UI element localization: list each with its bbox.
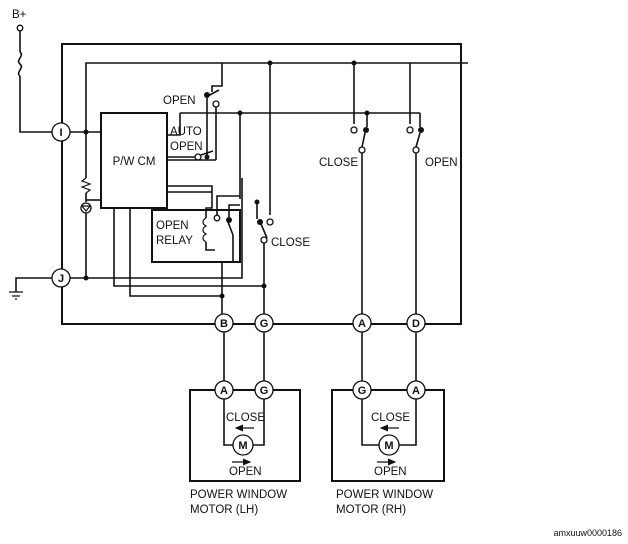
figure-id: amxuuw0000186 — [553, 528, 622, 538]
open-relay-box — [151, 209, 241, 263]
motor-rh-name-2: MOTOR (RH) — [336, 504, 406, 516]
close-switch-lh-contact — [260, 223, 268, 239]
resistor-icon — [80, 177, 92, 194]
motor-rh-name-1: POWER WINDOW — [336, 489, 433, 501]
motor-lh-open-label: OPEN — [229, 466, 262, 478]
close-switch-rh-label: CLOSE — [319, 157, 358, 169]
wire-i-top-loop — [85, 62, 222, 132]
svg-text:B: B — [220, 318, 228, 330]
motor-lh-name-1: POWER WINDOW — [190, 489, 287, 501]
supply-terminal — [16, 24, 24, 32]
supply-to-terminal-i — [19, 76, 54, 133]
close-switch-lh-label: CLOSE — [271, 237, 310, 249]
open-relay-label-2: RELAY — [156, 235, 193, 247]
motor-lh-icon — [232, 434, 254, 456]
motor-rh-icon — [378, 434, 400, 456]
motor-rh-close-label: CLOSE — [371, 412, 410, 424]
relay-coil-icon — [202, 217, 208, 243]
wire-j-ground-bus — [70, 178, 243, 279]
ground-wire — [15, 277, 54, 292]
relay-contact — [227, 221, 234, 236]
svg-text:A: A — [358, 318, 366, 330]
motor-lh-box — [189, 389, 301, 482]
svg-text:D: D — [412, 318, 420, 330]
svg-text:A: A — [220, 385, 228, 397]
open-relay-label-1: OPEN — [156, 220, 189, 232]
auto-open-switch-contact — [200, 150, 214, 156]
open-switch-rh-contact — [415, 132, 421, 148]
svg-text:G: G — [358, 385, 367, 397]
auto-open-label-2: OPEN — [170, 141, 203, 153]
svg-text:G: G — [260, 318, 269, 330]
open-switch-label: OPEN — [163, 95, 196, 107]
battery-plus-label: B+ — [12, 9, 27, 21]
ground-icon — [9, 291, 23, 300]
open-switch-rh-label: OPEN — [425, 157, 458, 169]
svg-text:M: M — [384, 440, 393, 452]
open-switch-contact — [207, 89, 220, 97]
fuse-icon — [17, 51, 23, 77]
terminal-j-label: J — [58, 273, 64, 285]
svg-text:M: M — [238, 440, 247, 452]
motor-rh-open-label: OPEN — [374, 466, 407, 478]
svg-text:G: G — [260, 385, 269, 397]
motor-lh-name-2: MOTOR (LH) — [190, 504, 258, 516]
svg-text:A: A — [412, 385, 420, 397]
terminal-i-label: I — [59, 127, 62, 139]
motor-lh-close-label: CLOSE — [226, 412, 265, 424]
module-outline — [61, 43, 462, 325]
pw-cm-label: P/W CM — [113, 156, 156, 168]
auto-open-label-1: AUTO — [170, 126, 202, 138]
close-switch-rh-contact — [361, 132, 366, 148]
motor-rh-box — [331, 389, 445, 482]
